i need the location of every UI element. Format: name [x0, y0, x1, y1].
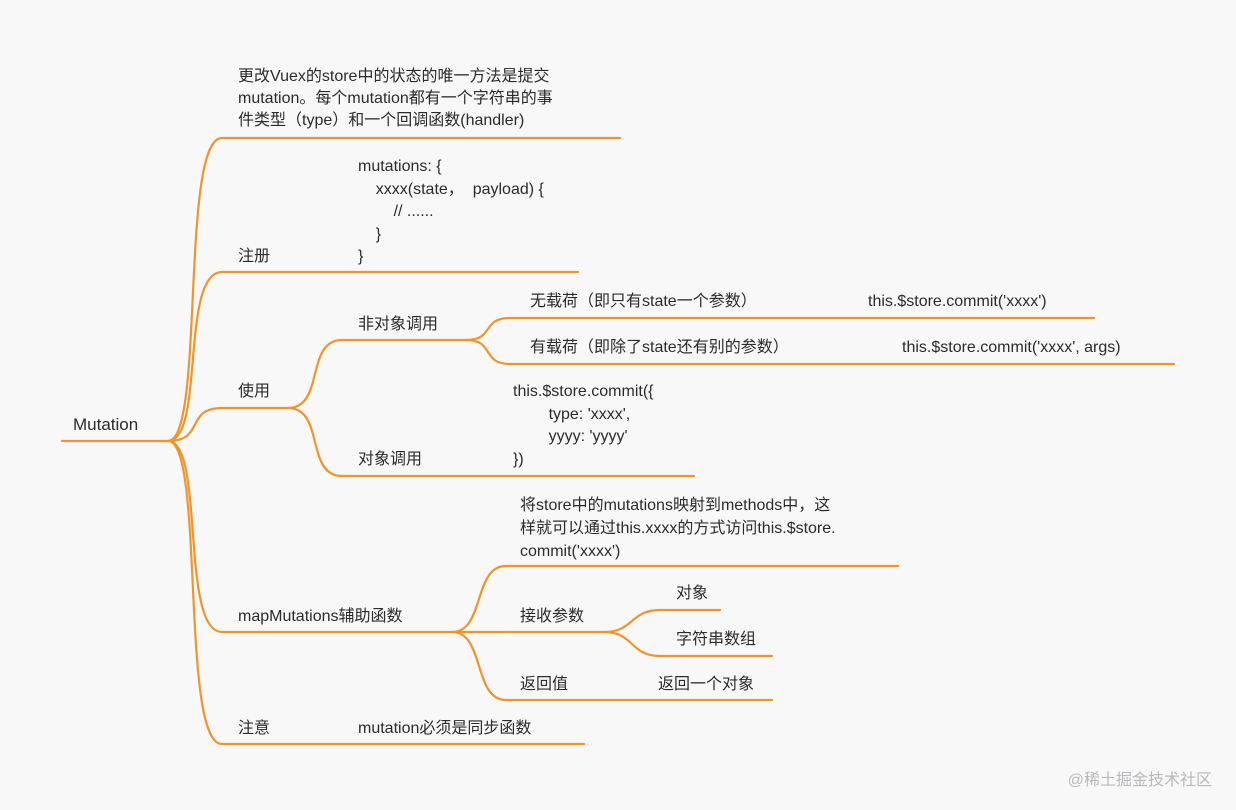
- branch-notes: [166, 439, 224, 746]
- non-object-node: 非对象调用: [358, 316, 439, 333]
- return-value: 返回一个对象: [658, 676, 755, 693]
- return-node: 返回值: [520, 676, 569, 693]
- object-node: 对象调用: [358, 451, 423, 468]
- map-desc-node: 将store中的mutations映射到methods中，这 样就可以通过thi…: [520, 497, 836, 560]
- register-code: mutations: { xxxx(state， payload) { // .…: [358, 158, 544, 265]
- root-node: Mutation: [73, 415, 139, 434]
- param-string-array: 字符串数组: [676, 631, 757, 648]
- intro-node: 更改Vuex的store中的状态的唯一方法是提交 mutation。每个muta…: [238, 68, 553, 129]
- branch-return: [450, 630, 508, 702]
- branch-non-object: [286, 338, 344, 410]
- param-object: 对象: [676, 585, 709, 602]
- branch-with-payload: [464, 338, 512, 366]
- register-node: 注册: [238, 248, 271, 265]
- branch-map-desc: [450, 564, 508, 634]
- with-payload-node: 有载荷（即除了state还有别的参数）: [530, 339, 789, 356]
- branch-map-mutations: [166, 439, 224, 634]
- branch-str-array: [602, 630, 662, 658]
- no-payload-node: 无载荷（即只有state一个参数）: [530, 293, 757, 310]
- with-payload-code: this.$store.commit('xxxx', args): [902, 339, 1121, 356]
- branch-obj: [602, 608, 662, 634]
- notes-node: 注意: [238, 720, 271, 737]
- use-node: 使用: [238, 383, 271, 400]
- notes-value: mutation必须是同步函数: [358, 720, 532, 737]
- map-mutations-node: mapMutations辅助函数: [238, 608, 403, 625]
- params-node: 接收参数: [520, 608, 585, 625]
- object-code: this.$store.commit({ type: 'xxxx', yyyy:…: [513, 383, 654, 468]
- branch-intro: [166, 136, 224, 443]
- branch-no-payload: [464, 316, 512, 342]
- branch-register: [166, 270, 224, 443]
- branch-object: [286, 406, 344, 478]
- branch-use: [166, 406, 224, 443]
- no-payload-code: this.$store.commit('xxxx'): [868, 293, 1047, 310]
- watermark: @稀土掘金技术社区: [1067, 772, 1212, 789]
